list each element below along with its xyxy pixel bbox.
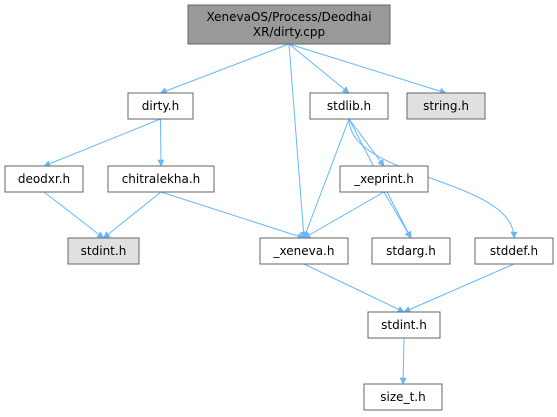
node-size-t-h[interactable]: size_t.h xyxy=(363,383,443,411)
node-deodxr-h[interactable]: deodxr.h xyxy=(4,165,84,193)
node-label: stdlib.h xyxy=(327,99,371,113)
edge-stdlib_h-to-xeprint_h xyxy=(348,118,385,167)
edge-dirty_h-to-deodxr_h xyxy=(43,118,161,167)
node-box xyxy=(127,92,194,120)
node-box xyxy=(406,92,486,120)
node-chitralekha[interactable]: chitralekha.h xyxy=(107,165,215,193)
node-stdarg-h[interactable]: stdarg.h xyxy=(371,237,451,265)
edge-stdint_h-to-size_t_h xyxy=(399,337,407,385)
node-box xyxy=(107,165,215,193)
node-dirty-h[interactable]: dirty.h xyxy=(127,92,194,120)
node-box xyxy=(367,311,441,339)
node-label: string.h xyxy=(423,99,469,113)
node-xeprint-h[interactable]: _xeprint.h xyxy=(339,165,429,193)
edge-dirty_h-to-chitralekha xyxy=(157,118,165,167)
node-stdint-ext[interactable]: stdint.h xyxy=(67,237,140,265)
edge-xeprint_h-to-xeneva_h xyxy=(303,191,385,239)
node-label: stdint.h xyxy=(81,244,127,258)
node-box xyxy=(363,383,443,411)
node-label: stdarg.h xyxy=(386,244,436,258)
node-box xyxy=(371,237,451,265)
node-box xyxy=(474,237,554,265)
edge-root-to-xeneva_h xyxy=(288,43,308,239)
node-label: _xeprint.h xyxy=(353,172,414,186)
node-label: chitralekha.h xyxy=(122,172,201,186)
edges-layer xyxy=(43,43,518,385)
edge-root-to-stdlib_h xyxy=(288,43,350,94)
edge-chitralekha-to-xeneva_h xyxy=(160,191,305,240)
edge-root-to-dirty_h xyxy=(159,43,290,95)
edge-stddef_h-to-stdint_h xyxy=(403,263,515,313)
node-label: _xeneva.h xyxy=(273,244,335,258)
node-box xyxy=(309,92,389,120)
edge-xeneva_h-to-stdint_h xyxy=(303,263,405,313)
node-label: deodxr.h xyxy=(18,172,70,186)
node-stdlib-h[interactable]: stdlib.h xyxy=(309,92,389,120)
node-label: stddef.h xyxy=(490,244,538,258)
node-label: XenevaOS/Process/Deodhai xyxy=(206,10,371,24)
edge-root-to-string_h xyxy=(288,43,447,95)
node-label: XR/dirty.cpp xyxy=(253,25,325,39)
node-label: size_t.h xyxy=(380,390,425,404)
node-stddef-h[interactable]: stddef.h xyxy=(474,237,554,265)
edge-deodxr_h-to-stdint_ext xyxy=(43,191,105,239)
node-stdint-h[interactable]: stdint.h xyxy=(367,311,441,339)
node-box xyxy=(259,237,349,265)
node-box xyxy=(4,165,84,193)
node-label: dirty.h xyxy=(142,99,179,113)
node-xeneva-h[interactable]: _xeneva.h xyxy=(259,237,349,265)
node-string-h[interactable]: string.h xyxy=(406,92,486,120)
node-box xyxy=(187,4,391,45)
node-label: stdint.h xyxy=(381,318,427,332)
node-box xyxy=(67,237,140,265)
edge-stdlib_h-to-stddef_h xyxy=(348,118,518,239)
edge-chitralekha-to-stdint_ext xyxy=(102,191,162,239)
edge-xeprint_h-to-stdarg_h xyxy=(383,191,412,239)
node-box xyxy=(339,165,429,193)
edge-stdlib_h-to-xeneva_h xyxy=(302,118,350,239)
